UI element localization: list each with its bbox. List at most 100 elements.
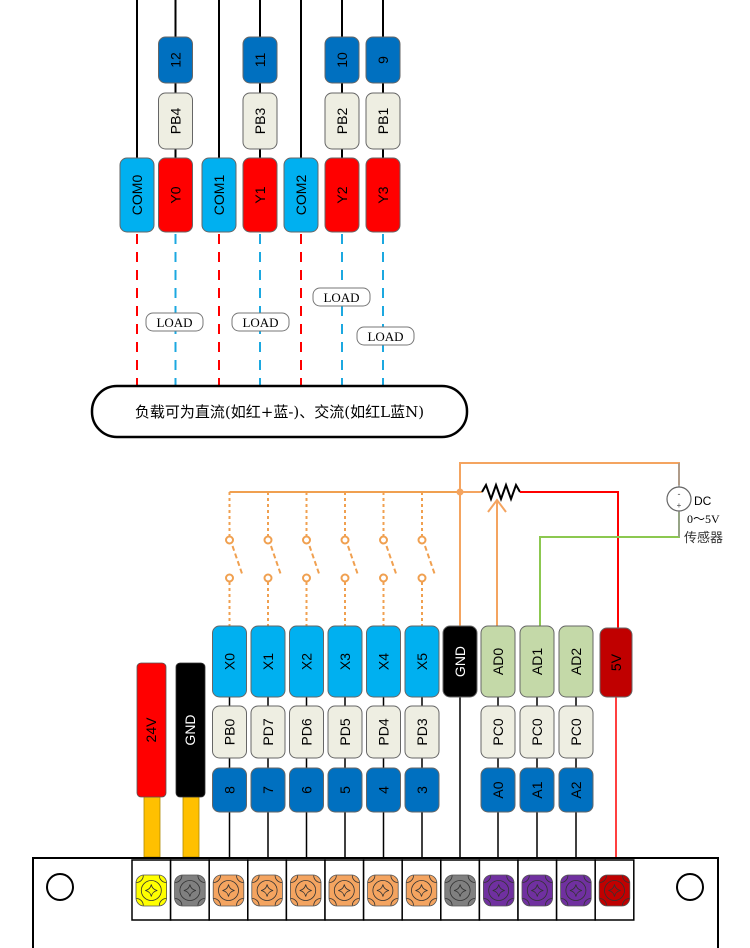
terminal-screw-body bbox=[212, 874, 245, 907]
terminal-screw-body bbox=[251, 874, 283, 907]
arduino-pin-a2-box bbox=[558, 767, 594, 813]
input-pin-gnd: GND bbox=[442, 625, 478, 698]
input-pin-x0-box bbox=[212, 625, 247, 698]
terminal-screw-body bbox=[328, 874, 361, 907]
terminal-12 bbox=[555, 859, 596, 921]
mcu-pin-pc0-box bbox=[519, 705, 555, 759]
output-pin-y3-box bbox=[365, 157, 401, 233]
output-pin-y1-box bbox=[242, 157, 278, 233]
arduino-pin-11-label: 11 bbox=[252, 53, 268, 68]
mcu-pin-pb2-label: PB2 bbox=[334, 108, 350, 135]
arduino-pin-11-box bbox=[242, 36, 278, 84]
terminal-screw-body bbox=[444, 874, 476, 907]
mcu-pin-pd4: PD4 bbox=[366, 705, 401, 759]
output-pin-y2-label: Y2 bbox=[334, 186, 350, 203]
arduino-pin-3-label: 3 bbox=[414, 786, 430, 794]
arduino-pin-9-box bbox=[365, 36, 401, 84]
output-pin-com0: COM0 bbox=[119, 157, 155, 233]
terminal-1 bbox=[131, 859, 172, 921]
arduino-pin-5-box bbox=[327, 767, 363, 813]
mcu-pin-pd4-label: PD4 bbox=[376, 718, 392, 745]
mcu-pin-pb2-box bbox=[324, 92, 360, 150]
input-pin-x3: X3 bbox=[327, 625, 363, 698]
switch-contact bbox=[417, 573, 427, 583]
switch-contact bbox=[379, 535, 388, 545]
switch-lever-icon bbox=[385, 545, 398, 576]
mcu-pin-pc0: PC0 bbox=[480, 705, 516, 759]
mcu-pin-pc0: PC0 bbox=[519, 705, 555, 759]
terminal-screw-body bbox=[135, 874, 168, 907]
arduino-pin-5-label: 5 bbox=[337, 786, 353, 794]
switch-contact bbox=[340, 535, 350, 545]
mcu-pin-pc0-box bbox=[480, 705, 516, 759]
load-label-text: LOAD bbox=[367, 329, 403, 344]
arduino-pin-4: 4 bbox=[366, 767, 401, 813]
mcu-pin-pd4-box bbox=[366, 705, 401, 759]
mcu-pin-pb1-label: PB1 bbox=[375, 108, 391, 135]
switch-contact bbox=[417, 535, 427, 545]
arduino-pin-10: 10 bbox=[324, 36, 360, 84]
output-pin-com1-box bbox=[201, 157, 237, 233]
terminal-screw-body bbox=[174, 874, 206, 907]
arduino-pin-8-box bbox=[212, 767, 247, 813]
arduino-pin-11: 11 bbox=[242, 36, 278, 84]
arduino-pin-7-box bbox=[250, 767, 286, 813]
input-pin-x3-box bbox=[327, 625, 363, 698]
arduino-pin-a1: A1 bbox=[519, 767, 555, 813]
mcu-pin-pc0-label: PC0 bbox=[529, 718, 545, 745]
terminal-9 bbox=[440, 859, 481, 921]
output-load-dashes bbox=[136, 234, 384, 386]
mcu-pin-pc0-label: PC0 bbox=[490, 718, 506, 745]
output-pin-y1-label: Y1 bbox=[252, 186, 268, 203]
input-pin-x2-label: X2 bbox=[299, 653, 315, 670]
output-pin-com2: COM2 bbox=[283, 157, 319, 233]
input-pin-x2-box bbox=[289, 625, 324, 698]
analog-pin-ad1-label: AD1 bbox=[529, 648, 545, 675]
dc-source-icon bbox=[666, 486, 692, 512]
arduino-pin-9-label: 9 bbox=[375, 56, 391, 64]
arduino-pin-3-box bbox=[404, 767, 440, 813]
load-label: LOAD bbox=[356, 326, 415, 346]
input-pin-x5-box bbox=[404, 625, 440, 698]
output-pin-com2-box bbox=[283, 157, 319, 233]
terminal-4 bbox=[247, 859, 288, 921]
input-pin-x4-label: X4 bbox=[376, 653, 392, 670]
arduino-pin-4-label: 4 bbox=[376, 786, 392, 794]
mcu-pin-pb2: PB2 bbox=[324, 92, 360, 150]
load-label: LOAD bbox=[145, 312, 204, 332]
analog-wiring: - + DC 0～5V 传感器 bbox=[456, 462, 723, 630]
output-pin-com2-label: COM2 bbox=[293, 175, 309, 216]
terminal-screw-body bbox=[482, 874, 515, 907]
arduino-pin-a1-label: A1 bbox=[529, 781, 545, 798]
mcu-pin-pb1: PB1 bbox=[365, 92, 401, 150]
output-pin-y0-label: Y0 bbox=[168, 186, 184, 203]
arduino-pin-8-label: 8 bbox=[222, 786, 238, 794]
switch-contact bbox=[225, 535, 234, 545]
arduino-pin-6: 6 bbox=[289, 767, 324, 813]
sensor-type-label: DC bbox=[694, 494, 712, 508]
mcu-pin-pb4: PB4 bbox=[158, 92, 193, 150]
switch-contact bbox=[263, 573, 273, 583]
output-pin-y0-box bbox=[158, 157, 193, 233]
terminal-screw-body bbox=[560, 874, 592, 907]
input-pin-5v: 5V bbox=[599, 627, 633, 698]
input-pin-x0-label: X0 bbox=[222, 653, 238, 670]
arduino-pin-a2: A2 bbox=[558, 767, 594, 813]
terminal-8 bbox=[401, 859, 442, 921]
mcu-pin-pd3-box bbox=[404, 705, 440, 759]
sensor-range-label: 0～5V bbox=[687, 512, 720, 526]
arduino-pin-4-box bbox=[366, 767, 401, 813]
arduino-pin-9: 9 bbox=[365, 36, 401, 84]
mounting-hole bbox=[46, 873, 74, 901]
terminal-11 bbox=[517, 859, 558, 921]
mcu-pin-pd5: PD5 bbox=[327, 705, 363, 759]
sensor-plus: + bbox=[677, 501, 682, 510]
output-pin-com0-box bbox=[119, 157, 155, 233]
switch-lever-icon bbox=[308, 545, 321, 576]
arduino-pin-8: 8 bbox=[212, 767, 247, 813]
switch-contact bbox=[340, 573, 350, 583]
mcu-pin-pd3: PD3 bbox=[404, 705, 440, 759]
